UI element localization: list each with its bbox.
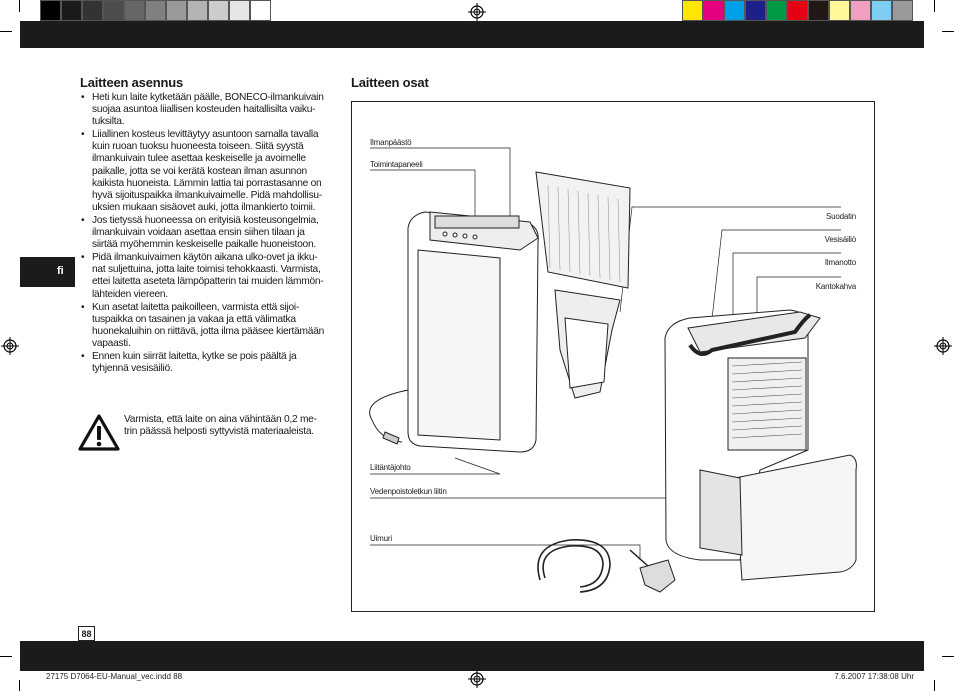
bullet-line: huonekaluihin on riittävä, jotta ilma pä… <box>92 325 325 337</box>
grayscale-swatch <box>166 0 187 21</box>
bullet-line: hyvä sijoituspaikka ilmankuivaimelle. Pi… <box>92 189 322 201</box>
process-color-swatch <box>766 0 787 21</box>
grayscale-swatch <box>229 0 250 21</box>
bullet-line: tyhjennä vesisäiliö. <box>92 363 173 375</box>
grayscale-swatch <box>145 0 166 21</box>
installation-bullet: Kun asetat laitetta paikoilleen, varmist… <box>80 302 332 350</box>
warning-line: Varmista, että laite on aina vähintään 0… <box>124 414 317 425</box>
process-color-swatch <box>850 0 871 21</box>
registration-mark-icon <box>468 3 486 21</box>
process-color-swatch <box>808 0 829 21</box>
label-toimintapaneeli: Toimintapaneeli <box>370 160 423 169</box>
label-liitantajohto: Liitäntäjohto <box>370 463 411 472</box>
footer-timestamp: 7.6.2007 17:38:08 Uhr <box>834 672 914 681</box>
warning-triangle-icon <box>78 414 120 451</box>
grayscale-swatch <box>61 0 82 21</box>
installation-bullet: Heti kun laite kytketään päälle, BONECO-… <box>80 92 332 128</box>
bullet-line: lähteiden viereen. <box>92 288 168 300</box>
grayscale-swatch <box>40 0 61 21</box>
bullet-line: Ennen kuin siirrät laitetta, kytke se po… <box>92 350 297 362</box>
bullet-line: Heti kun laite kytketään päälle, BONECO-… <box>92 92 324 103</box>
dehumidifier-parts-illustration <box>369 147 857 593</box>
bullet-line: tuspaikka on tasainen ja vakaa ja että v… <box>92 313 296 325</box>
hose-and-float-illustration <box>537 539 676 593</box>
process-color-swatch <box>703 0 724 21</box>
label-ilmanpaasto: Ilmanpäästö <box>370 138 412 147</box>
front-unit-illustration <box>369 211 539 453</box>
label-suodatin: Suodatin <box>826 212 856 221</box>
grayscale-swatch <box>208 0 229 21</box>
page-number-value: 88 <box>81 629 92 639</box>
bullet-line: kuin ruoan tuoksu huoneesta toiseen. Sii… <box>92 141 304 153</box>
bullet-line: tuksilta. <box>92 116 125 128</box>
process-color-swatch <box>724 0 745 21</box>
installation-bullet: Liiallinen kosteus levittäytyy asuntoon … <box>80 129 332 214</box>
section-heading-parts: Laitteen osat <box>351 75 429 90</box>
grayscale-swatch <box>103 0 124 21</box>
label-vesisailio: Vesisäiliö <box>824 235 857 244</box>
installation-bullet: Pidä ilmankuivaimen käytön aikana ulko-o… <box>80 252 332 300</box>
bullet-line: Jos tietyssä huoneessa on erityisiä kost… <box>92 214 319 226</box>
bullet-line: Kun asetat laitetta paikoilleen, varmist… <box>92 301 300 313</box>
bullet-line: Pidä ilmankuivaimen käytön aikana ulko-o… <box>92 252 318 264</box>
warning-text: Varmista, että laite on aina vähintään 0… <box>124 414 334 438</box>
process-color-swatch <box>871 0 892 21</box>
registration-mark-icon <box>468 670 486 688</box>
registration-mark-icon <box>1 337 19 355</box>
installation-bullet-list: Heti kun laite kytketään päälle, BONECO-… <box>80 92 332 375</box>
bullet-line: ilmankuivain voidaan asettaa ensin siihe… <box>92 227 305 239</box>
installation-section: Laitteen asennus Heti kun laite kytketää… <box>80 75 332 376</box>
grayscale-swatch <box>250 0 271 21</box>
parts-diagram-frame <box>351 101 875 612</box>
tank-front-illustration <box>554 289 621 399</box>
warning-line: trin päässä helposti syttyvistä materiaa… <box>124 426 314 438</box>
bullet-line: paikalle, jotta se voi kerätä kostean il… <box>92 165 307 177</box>
process-color-swatch <box>829 0 850 21</box>
language-tab: fi <box>20 257 75 287</box>
label-vedenpoistoletkun-liitin: Vedenpoistoletkun liitin <box>370 487 447 496</box>
process-color-swatch <box>892 0 913 21</box>
bullet-line: ettei laitetta aseteta lämpöpatterin tai… <box>92 276 324 288</box>
label-uimuri: Uimuri <box>370 534 392 543</box>
registration-mark-icon <box>934 337 952 355</box>
bottom-band <box>20 641 924 671</box>
installation-bullet: Ennen kuin siirrät laitetta, kytke se po… <box>80 351 332 375</box>
process-color-swatch <box>787 0 808 21</box>
grayscale-swatch <box>187 0 208 21</box>
top-band <box>20 21 924 48</box>
language-tab-label: fi <box>57 265 64 277</box>
process-color-swatch <box>682 0 703 21</box>
rear-unit-illustration <box>664 309 857 581</box>
bullet-line: ilmankuivain tulee asettaa keskeiselle j… <box>92 153 306 165</box>
footer-file-info: 27175 D7064-EU-Manual_vec.indd 88 <box>46 672 183 681</box>
bullet-line: Liiallinen kosteus levittäytyy asuntoon … <box>92 129 319 141</box>
grayscale-swatch <box>124 0 145 21</box>
label-kantokahva: Kantokahva <box>815 282 856 291</box>
bullet-line: vapaasti. <box>92 337 131 349</box>
grayscale-swatch <box>82 0 103 21</box>
process-color-swatch <box>745 0 766 21</box>
label-ilmanotto: Ilmanotto <box>824 258 856 267</box>
installation-bullet: Jos tietyssä huoneessa on erityisiä kost… <box>80 215 332 251</box>
bullet-line: nat suljettuina, jotta laite toimisi teh… <box>92 264 321 276</box>
bullet-line: kaikista huoneista. Lämmin lattia tai po… <box>92 177 322 189</box>
bullet-line: siirtää myöhemmin keskeiselle paikalle h… <box>92 239 316 251</box>
bullet-line: suojaa asuntoa liiallisen kosteuden hait… <box>92 104 316 116</box>
section-heading-installation: Laitteen asennus <box>80 75 183 90</box>
bullet-line: uksien mukaan sisäovet auki, jotta ilman… <box>92 201 316 213</box>
page-number: 88 <box>78 626 95 641</box>
filter-illustration <box>535 171 631 289</box>
